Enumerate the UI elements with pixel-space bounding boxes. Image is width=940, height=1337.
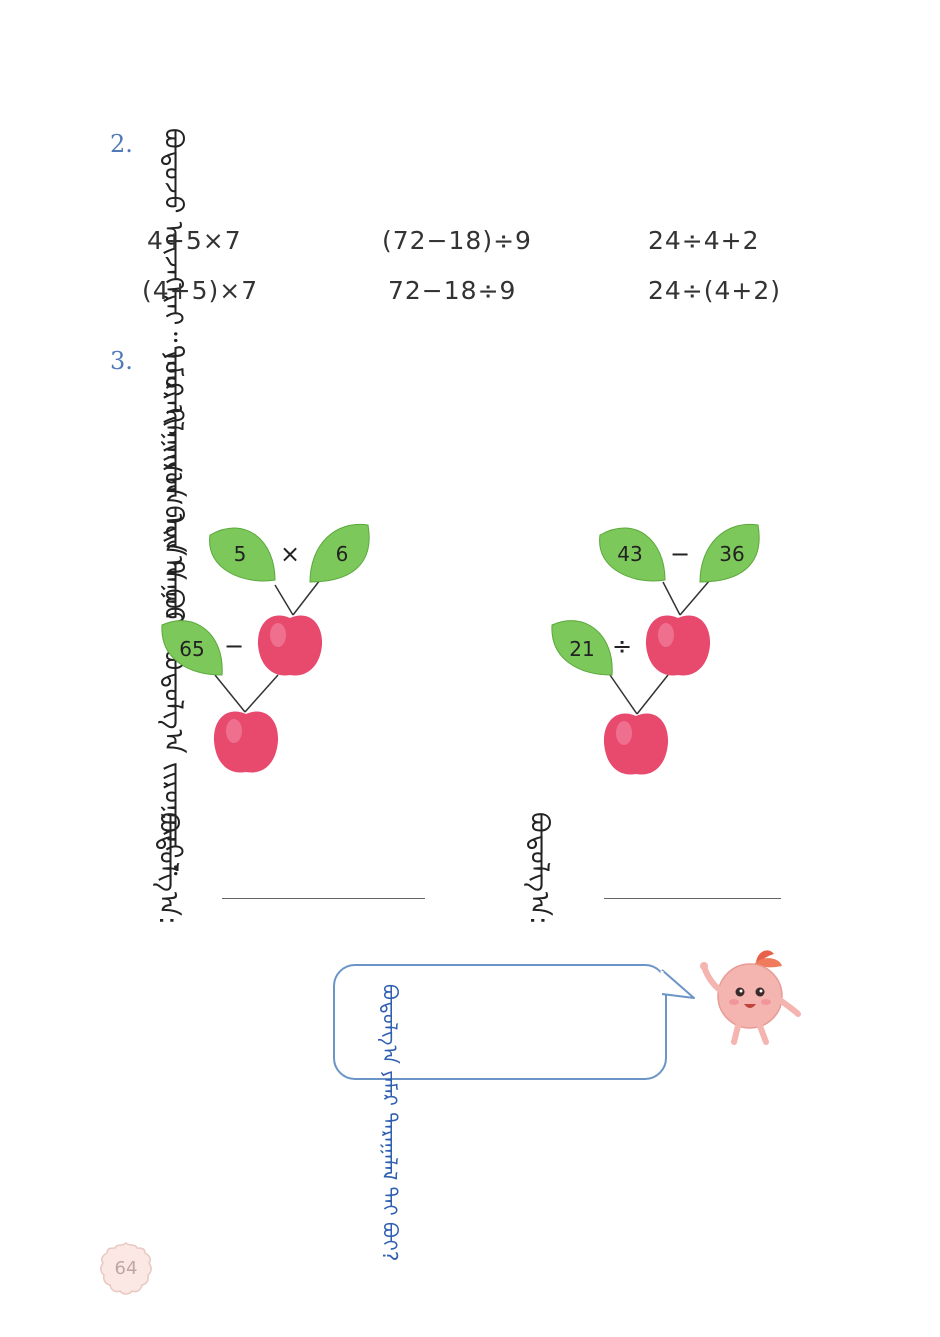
speech-bubble: ᠪᠣᠳᠣᠯᠭ᠎ᠠ ᠶᠠᠮᠠᠷ ᠳᠠᠷᠠᠭᠠᠯᠠᠯ ᠲᠠᠢ ᠪᠣᠢ?	[333, 964, 667, 1262]
leaf-top-left: 5	[209, 527, 276, 582]
leaf-number: 65	[179, 637, 204, 661]
expression-3: 24÷4+2	[648, 226, 760, 255]
expression-2: (72−18)÷9	[382, 226, 532, 255]
answer-label-left: ᠪᠣᠳᠣᠯᠭ᠎ᠠ:	[153, 812, 183, 925]
calculation-tree-right: 43 − 36 21 ÷	[551, 523, 760, 775]
question-2-instruction: ᠪᠣᠳᠣᠵᠤ ᠦᠵᠡᠭᠡᠷᠡᠢ᠃ ᠶᠠᠮᠠᠷ ᠢᠯᠭᠠᠭ᠎ᠠ ᠪᠠᠢᠨ᠎ᠠ ᠪᠣ…	[158, 128, 188, 640]
operator-symbol: ÷	[612, 632, 632, 660]
operator-symbol: −	[224, 632, 244, 660]
calculation-tree-left: 5 × 6 65 −	[161, 523, 370, 773]
speech-bubble-tail	[660, 969, 695, 999]
apple-result-2	[603, 713, 669, 775]
answer-blank-right[interactable]	[604, 898, 781, 899]
expression-1: 4+5×7	[147, 226, 242, 255]
page-number-badge: 64	[100, 1241, 152, 1295]
answer-label-right: ᠪᠣᠳᠣᠯᠭ᠎ᠠ:	[524, 812, 554, 925]
peach-mascot-icon	[700, 950, 801, 1045]
leaf-top-right: 36	[699, 523, 760, 583]
apple-result-2	[213, 711, 279, 773]
question-3-instruction: ᠳᠣᠣᠷᠠᠬᠢ ᠵᠢᠷᠤᠭ ᠤᠨ ᠳᠠᠭᠠᠤ᠃ ᠪᠣᠳᠣᠯᠭ᠎ᠠ ᠵᠢᠷᠤᠭᠠᠷ…	[158, 345, 188, 876]
apple-result-1	[645, 615, 711, 676]
apple-result-1	[257, 615, 323, 676]
leaf-middle-left: 21	[551, 620, 613, 676]
leaf-number: 6	[336, 542, 349, 566]
expression-6: 24÷(4+2)	[648, 276, 782, 305]
operator-symbol: −	[670, 540, 690, 568]
leaf-top-left: 43	[599, 527, 666, 582]
leaf-number: 43	[617, 542, 642, 566]
question-number-3: 3.	[110, 347, 133, 375]
operator-symbol: ×	[280, 540, 300, 568]
leaf-number: 36	[719, 542, 744, 566]
leaf-number: 21	[569, 637, 594, 661]
answer-blank-left[interactable]	[222, 898, 425, 899]
leaf-middle-left: 65	[161, 620, 223, 676]
leaf-number: 5	[234, 542, 247, 566]
expression-5: 72−18÷9	[388, 276, 517, 305]
question-number-2: 2.	[110, 130, 133, 158]
speech-bubble-text: ᠪᠣᠳᠣᠯᠭ᠎ᠠ ᠶᠠᠮᠠᠷ ᠳᠠᠷᠠᠭᠠᠯᠠᠯ ᠲᠠᠢ ᠪᠣᠢ?	[378, 984, 402, 1262]
leaf-top-right: 6	[309, 523, 370, 583]
expression-4: (4+5)×7	[142, 276, 259, 305]
page-number: 64	[115, 1258, 138, 1279]
